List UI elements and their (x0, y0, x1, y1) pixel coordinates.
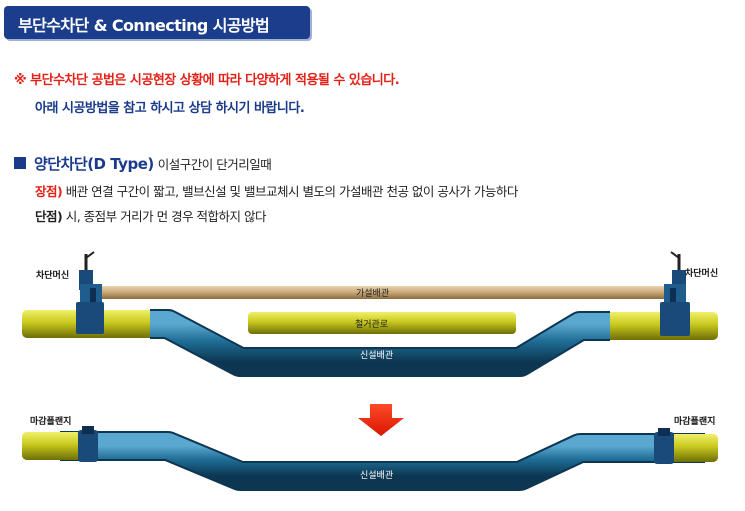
label-machine-right: 차단머신 (685, 267, 718, 279)
label-machine-left: 차단머신 (36, 269, 69, 281)
notice-line-2: 아래 시공방법을 참고 하시고 상담 하시기 바랍니다. (35, 101, 305, 116)
label-new-pipe-top: 신설배관 (360, 350, 393, 361)
new-pipe-top (150, 311, 610, 375)
stopping-machine-right (660, 251, 690, 336)
cons-text: 시, 종점부 거리가 먼 경우 적합하지 않다 (65, 209, 267, 224)
pros-text: 배관 연결 구간이 짧고, 밸브신설 및 밸브교체시 별도의 가설배관 천공 없… (65, 184, 519, 199)
square-bullet-icon (14, 157, 26, 169)
cons-label: 단점) (35, 209, 63, 224)
label-removed-pipe: 철거관로 (355, 319, 388, 330)
blind-flange-right (654, 428, 674, 464)
stopping-machine-left (76, 251, 104, 334)
section-heading-row: 양단차단(D Type)이설구간이 단거리일때 (14, 153, 272, 174)
label-flange-left: 마감플랜지 (30, 415, 71, 427)
temp-bypass-pipe (92, 286, 676, 299)
blind-flange-left (78, 426, 98, 462)
label-temp-pipe: 가설배관 (356, 288, 389, 299)
label-new-pipe-bottom: 신설배관 (360, 470, 393, 481)
page-title: 부단수차단 & Connecting 시공방법 (18, 16, 270, 35)
new-pipe-bottom (60, 433, 705, 489)
notice-line-1: ※ 부단수차단 공법은 시공현장 상황에 따라 다양하게 적용될 수 있습니다. (14, 73, 400, 88)
down-arrow-icon (358, 404, 404, 436)
removed-pipe-segment (248, 312, 516, 334)
title-badge: 부단수차단 & Connecting 시공방법 (4, 6, 310, 39)
pros-row: 장점) 배관 연결 구간이 짧고, 밸브신설 및 밸브교체시 별도의 가설배관 … (35, 181, 518, 200)
section-heading: 양단차단(D Type) (34, 155, 154, 173)
section-subheading: 이설구간이 단거리일때 (157, 157, 272, 172)
pros-label: 장점) (35, 184, 63, 199)
label-flange-right: 마감플랜지 (674, 415, 715, 427)
old-pipe-left-final-end (22, 432, 82, 460)
old-pipe-right (596, 312, 718, 340)
cons-row: 단점) 시, 종점부 거리가 먼 경우 적합하지 않다 (35, 206, 267, 225)
